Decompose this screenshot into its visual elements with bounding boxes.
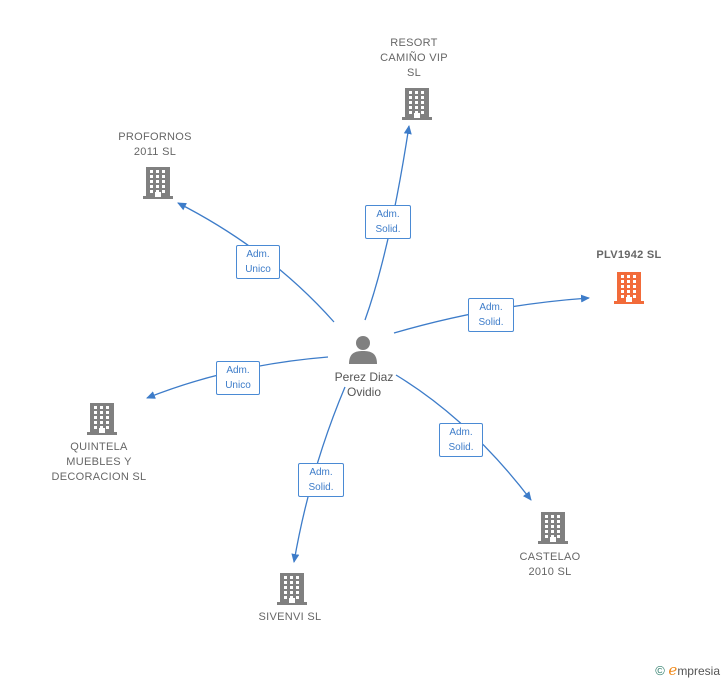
edge-label-profornos[interactable]: Adm. Unico xyxy=(236,245,280,279)
person-icon[interactable] xyxy=(347,334,379,364)
company-label-resort[interactable]: RESORT CAMIÑO VIP SL xyxy=(380,37,448,79)
building-icon[interactable] xyxy=(613,270,645,309)
edge-label-sivenvi[interactable]: Adm. Solid. xyxy=(298,463,344,497)
edge-label-castelao[interactable]: Adm. Solid. xyxy=(439,423,483,457)
company-label-profornos[interactable]: PROFORNOS 2011 SL xyxy=(118,131,192,158)
edge-label-plv[interactable]: Adm. Solid. xyxy=(468,298,514,332)
brand-logo-text: mpresia xyxy=(677,664,720,678)
building-icon[interactable] xyxy=(401,86,433,125)
building-icon[interactable] xyxy=(276,571,308,610)
building-icon[interactable] xyxy=(142,165,174,204)
copyright-symbol: © xyxy=(655,663,665,678)
center-person-label[interactable]: Perez Diaz Ovidio xyxy=(334,370,394,399)
edge-label-resort[interactable]: Adm. Solid. xyxy=(365,205,411,239)
company-label-quintela[interactable]: QUINTELA MUEBLES Y DECORACION SL xyxy=(51,441,147,483)
building-icon[interactable] xyxy=(537,510,569,549)
company-label-plv[interactable]: PLV1942 SL xyxy=(596,249,662,261)
watermark: © empresia xyxy=(655,661,720,679)
edge-label-quintela[interactable]: Adm. Unico xyxy=(216,361,260,395)
brand-logo-initial: e xyxy=(668,661,678,679)
company-label-sivenvi[interactable]: SIVENVI SL xyxy=(258,611,322,623)
company-label-castelao[interactable]: CASTELAO 2010 SL xyxy=(519,551,581,578)
building-icon[interactable] xyxy=(86,401,118,440)
